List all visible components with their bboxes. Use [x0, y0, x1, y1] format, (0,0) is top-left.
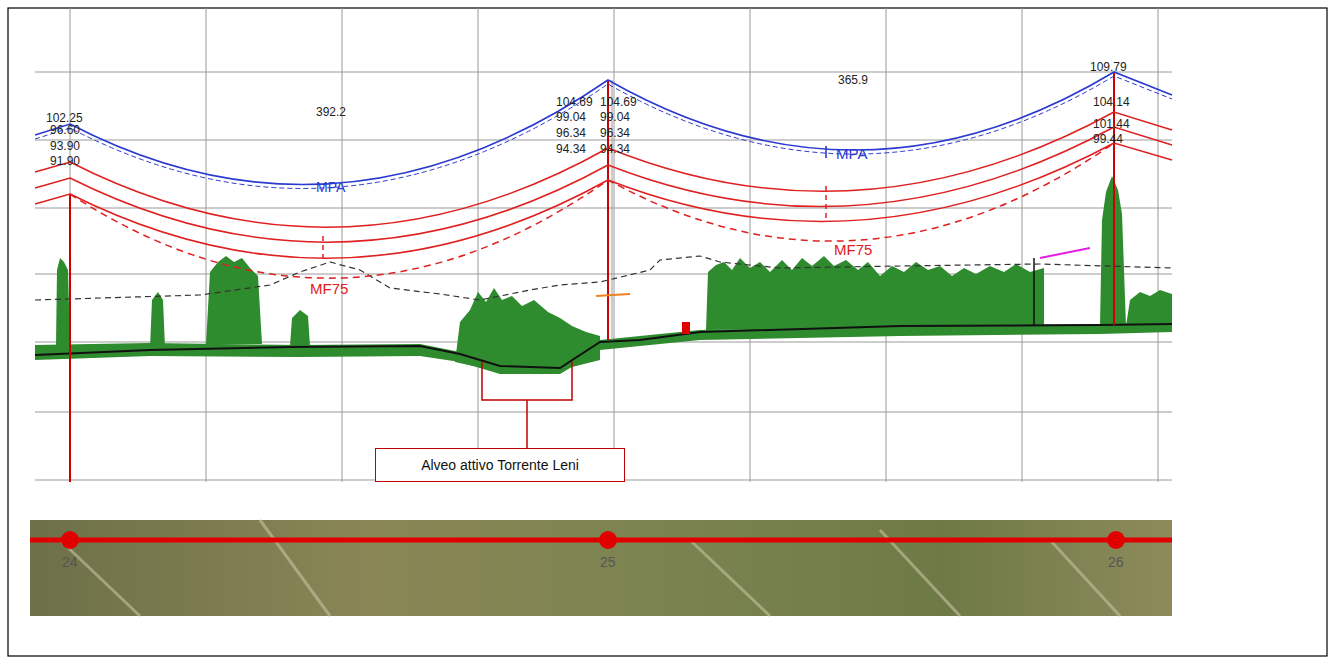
tower-number: 25	[600, 555, 616, 569]
conductor	[35, 112, 1172, 278]
marker	[1040, 248, 1090, 258]
elevation-value: 96.60	[50, 124, 80, 136]
tower-dot	[1107, 531, 1125, 549]
curve-label: MPA	[316, 180, 345, 194]
callout-box: Alveo attivo Torrente Leni	[375, 448, 625, 482]
elevation-value: 104.14	[1093, 96, 1130, 108]
span-length: 392.2	[316, 106, 346, 118]
ground-line	[35, 324, 1172, 368]
tower-line	[70, 72, 1114, 482]
elevation-value: 99.44	[1093, 133, 1123, 145]
grid	[35, 8, 1172, 482]
curve-label: MF75	[310, 281, 348, 296]
tower-dot	[61, 531, 79, 549]
callout-text: Alveo attivo Torrente Leni	[411, 457, 589, 473]
elevation-value: 104.69	[600, 96, 637, 108]
elevation-value: 101.44	[1093, 118, 1130, 130]
aerial-detail	[60, 520, 1120, 616]
mpa-curve	[35, 72, 1172, 188]
aerial-photo	[30, 520, 1172, 616]
elevation-value: 99.04	[556, 111, 586, 123]
elevation-value: 94.34	[600, 143, 630, 155]
bracket	[482, 362, 572, 448]
elevation-value: 93.90	[50, 140, 80, 152]
tower-dot	[599, 531, 617, 549]
elevation-value: 96.34	[556, 127, 586, 139]
span-length: 365.9	[838, 74, 868, 86]
marker	[596, 294, 630, 296]
elevation-value: 91.90	[50, 155, 80, 167]
elevation-value: 104.69	[556, 96, 593, 108]
tower-number: 26	[1108, 555, 1124, 569]
dashed-profile	[35, 256, 1172, 300]
elevation-value: 94.34	[556, 143, 586, 155]
elevation-value: 109.79	[1090, 61, 1127, 73]
curve-label: MPA	[836, 146, 867, 161]
frame	[8, 8, 1327, 656]
elevation-value: 96.34	[600, 127, 630, 139]
elevation-value: 99.04	[600, 111, 630, 123]
elevation-value: 102.25	[46, 112, 83, 124]
marker	[1033, 258, 1035, 325]
marker	[682, 322, 690, 334]
tower-number: 24	[62, 555, 78, 569]
curve-label: MF75	[834, 242, 872, 257]
